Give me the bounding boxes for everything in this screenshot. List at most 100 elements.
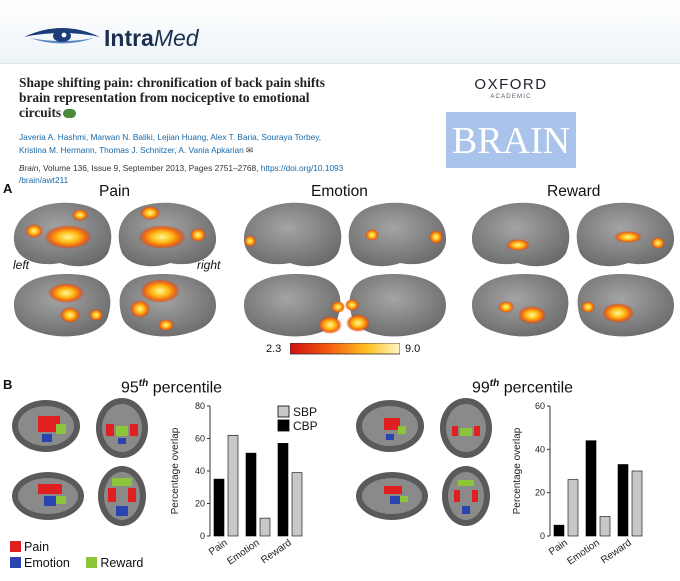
email-icon[interactable]: ✉ — [246, 144, 253, 155]
pct95-word: percentile — [152, 379, 223, 397]
authors-line-2-text[interactable]: Kristina M. Hermann, Thomas J. Schnitzer… — [19, 144, 244, 155]
colorbar — [290, 343, 400, 355]
colorbar-min-label: 2.3 — [266, 343, 282, 355]
authors-line-2[interactable]: Kristina M. Hermann, Thomas J. Schnitzer… — [19, 144, 359, 157]
emotion-medial-right — [345, 274, 446, 337]
legend-label-reward: Reward — [100, 556, 144, 570]
hemisphere-label-right: right — [197, 258, 221, 272]
percentile-95-title: 95th percentile — [121, 378, 222, 397]
citation-line-2: /brain/awt211 — [19, 174, 359, 186]
bar-cbp-pain — [213, 478, 225, 537]
panel-b-label: B — [3, 377, 13, 392]
pain-medial-right — [119, 274, 216, 337]
y-axis-label: Percentage overlap — [170, 427, 181, 514]
y-tick-label: 20 — [195, 499, 205, 509]
emotion-medial-left — [244, 274, 345, 337]
bar-cbp-pain — [553, 524, 565, 537]
bar-sbp-reward — [291, 472, 303, 537]
emotion-lateral-right — [348, 202, 447, 267]
x-tick-label-reward: Reward — [259, 537, 294, 566]
mri-99-sagittal-upper — [356, 400, 424, 452]
brand-bold: Intra — [104, 25, 154, 51]
brain-journal-logo: BRAIN — [446, 112, 576, 168]
y-tick-label: 0 — [540, 531, 545, 541]
doi-link-part-1[interactable]: https://doi.org/10.1093 — [260, 163, 344, 173]
oxford-sub: ACADEMIC — [490, 94, 532, 100]
article-title-text: Shape shifting pain: chronification of b… — [19, 75, 325, 120]
legend-label-sbp: SBP — [293, 405, 317, 419]
legend-item-pain: Pain — [10, 540, 143, 554]
brand-name[interactable]: IntraMed — [104, 25, 199, 52]
y-tick-label: 40 — [535, 444, 545, 454]
intramed-eye-logo-icon[interactable] — [22, 25, 102, 47]
legend-swatch-cbp — [277, 419, 290, 432]
y-tick-label: 80 — [195, 401, 205, 411]
reward-lateral-right — [576, 202, 675, 267]
legend-label-emotion: Emotion — [24, 556, 70, 570]
legend-label-pain: Pain — [24, 540, 50, 554]
reward-medial-left — [472, 274, 569, 337]
mri-slices-95 — [12, 398, 148, 526]
emotion-lateral-left — [243, 202, 342, 267]
bar-cbp-reward — [617, 464, 629, 537]
section-title-reward: Reward — [547, 183, 601, 200]
pain-brain-renderings — [13, 202, 217, 337]
author-list[interactable]: Javeria A. Hashmi, Marwan N. Baliki, Lej… — [19, 131, 359, 156]
section-title-pain: Pain — [99, 183, 131, 200]
section-title-emotion: Emotion — [311, 183, 368, 200]
doi-link-part-2[interactable]: /brain/awt211 — [19, 175, 69, 185]
citation-line-1: Brain, Volume 136, Issue 9, September 20… — [19, 162, 359, 174]
x-tick-label-emotion: Emotion — [565, 537, 601, 567]
oxford-academic-logo: OXFORD ACADEMIC — [446, 76, 576, 100]
y-tick-label: 20 — [535, 488, 545, 498]
bar-cbp-reward — [277, 443, 289, 537]
mri-slices-99 — [356, 398, 492, 526]
x-tick-label-pain: Pain — [207, 537, 230, 557]
legend-swatch-sbp — [277, 405, 290, 418]
reward-lateral-left — [471, 202, 570, 267]
x-tick-label-pain: Pain — [547, 537, 570, 557]
mri-95-axial-lower — [98, 466, 146, 526]
bar-sbp-reward — [631, 470, 643, 537]
x-tick-label-emotion: Emotion — [225, 537, 261, 567]
legend-swatch-emotion — [10, 557, 21, 568]
emotion-brain-renderings — [243, 202, 447, 337]
free-access-icon — [63, 109, 77, 119]
pain-lateral-left — [13, 202, 112, 267]
bar-cbp-emotion — [245, 452, 257, 537]
pct99-num: 99 — [472, 379, 490, 397]
citation-details: , Volume 136, Issue 9, September 2013, P… — [38, 163, 259, 173]
legend-swatch-reward — [86, 557, 98, 568]
percentile-99-title: 99th percentile — [472, 378, 573, 397]
y-tick-label: 60 — [535, 401, 545, 411]
reward-brain-renderings — [471, 202, 675, 337]
panel-a-label: A — [3, 181, 13, 196]
bar-sbp-emotion — [599, 516, 611, 537]
authors-line-1[interactable]: Javeria A. Hashmi, Marwan N. Baliki, Lej… — [19, 132, 322, 142]
x-tick-label-reward: Reward — [599, 537, 634, 566]
mri-99-coronal-upper — [440, 398, 492, 458]
pct95-num: 95 — [121, 379, 139, 397]
site-header — [0, 0, 680, 64]
y-tick-label: 60 — [195, 434, 205, 444]
mri-95-sagittal-upper — [12, 400, 80, 452]
reward-medial-right — [577, 274, 674, 337]
pct99-sup: th — [489, 378, 500, 389]
y-tick-label: 0 — [200, 531, 205, 541]
legend-swatch-pain — [10, 541, 21, 552]
bar-sbp-pain — [227, 434, 239, 537]
oxford-name: OXFORD — [474, 76, 548, 93]
pct99-word: percentile — [503, 379, 574, 397]
pct95-sup: th — [138, 378, 149, 389]
pain-medial-left — [14, 274, 111, 337]
pain-lateral-right — [118, 202, 217, 267]
bar-sbp-emotion — [259, 517, 271, 537]
bar-cbp-emotion — [585, 440, 597, 537]
journal-name: Brain — [19, 163, 39, 173]
article-title: Shape shifting pain: chronification of b… — [19, 75, 349, 120]
mri-99-sagittal-lower — [356, 472, 428, 520]
roi-legend: Pain Emotion Reward — [10, 540, 143, 572]
citation: Brain, Volume 136, Issue 9, September 20… — [19, 162, 359, 186]
